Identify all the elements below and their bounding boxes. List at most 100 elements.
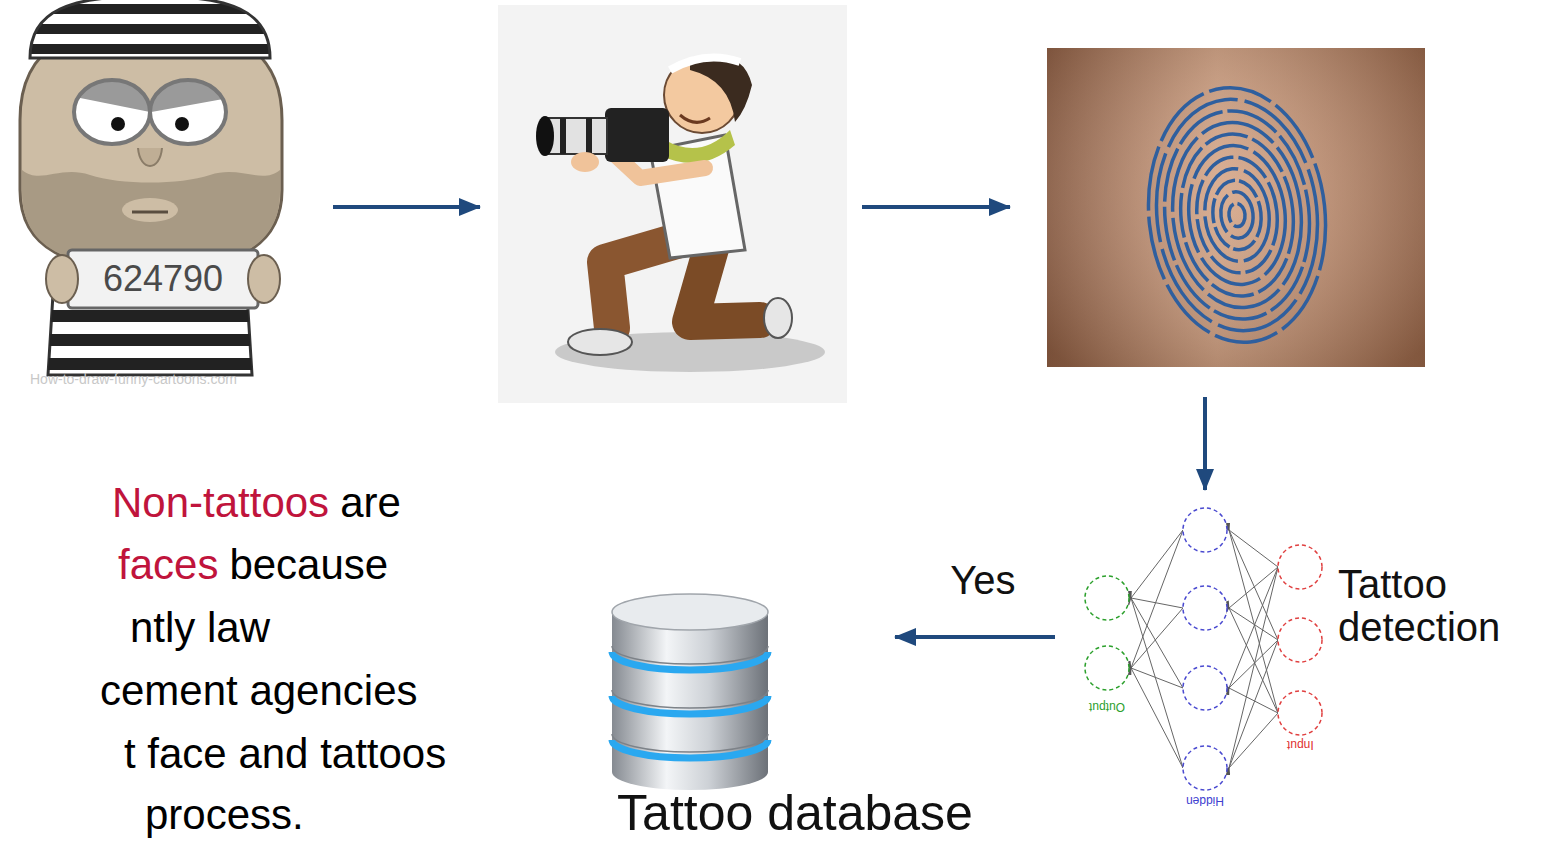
neural-network-part xyxy=(1131,530,1183,668)
neural-network-part xyxy=(1085,576,1129,620)
photographer-figure-part xyxy=(571,152,599,172)
neural-network-part xyxy=(1229,640,1278,768)
node-label: Tattoo detection xyxy=(1338,563,1553,649)
prisoner-figure-part xyxy=(25,0,275,60)
prisoner-figure-part xyxy=(132,211,168,214)
database-icon-part xyxy=(612,646,768,664)
prisoner-figure xyxy=(20,0,282,375)
neural-network-part xyxy=(1131,598,1183,688)
prisoner-figure-part xyxy=(175,117,189,131)
tattoo-photo-part-part xyxy=(1209,178,1264,252)
prisoner-figure-part-part xyxy=(40,334,260,346)
prisoner-figure-part-part xyxy=(40,358,260,370)
neural-network-part xyxy=(1229,567,1278,768)
watermark: How-to-draw-funny-cartoons.com xyxy=(30,371,237,388)
layer-name: Input xyxy=(1287,738,1314,752)
prisoner-figure-part xyxy=(122,198,178,222)
photographer-figure-part xyxy=(536,116,554,156)
tattoo-photo-part-part xyxy=(1136,79,1338,351)
neural-network xyxy=(1085,508,1322,790)
photographer-figure-part xyxy=(660,130,735,163)
photographer-figure-part xyxy=(545,118,607,154)
neural-network-part xyxy=(1131,598,1183,768)
prisoner-figure-part xyxy=(74,80,150,144)
edge-label: Yes xyxy=(950,557,1015,603)
prisoner-figure-part xyxy=(68,250,258,308)
photographer-figure xyxy=(498,5,847,403)
prisoner-figure-part xyxy=(30,0,270,58)
tattoo-photo-part xyxy=(1136,79,1338,351)
photographer-figure-part xyxy=(764,298,792,338)
database-icon-part xyxy=(612,696,768,714)
neural-network-part xyxy=(1183,746,1227,790)
prisoner-figure-part-part xyxy=(40,310,260,322)
neural-network-part xyxy=(1229,608,1278,713)
neural-network-part xyxy=(1229,640,1278,688)
tattoo-photo xyxy=(1047,48,1425,367)
tattoo-photo-part-part xyxy=(1145,91,1328,338)
prisoner-figure-part-part xyxy=(25,44,275,54)
neural-network-part xyxy=(1229,530,1278,567)
photographer-figure-part xyxy=(605,108,669,162)
neural-network-part xyxy=(1131,668,1183,768)
photographer-figure-part xyxy=(690,245,760,322)
prisoner-figure-part-part xyxy=(25,24,275,34)
neural-network-part xyxy=(1183,586,1227,630)
tattoo-photo-part-part xyxy=(1154,104,1319,327)
database-icon xyxy=(612,594,768,790)
database-icon-part xyxy=(612,740,768,758)
prisoner-figure-part xyxy=(138,148,162,166)
neural-network-part xyxy=(1229,567,1278,608)
database-icon-part xyxy=(612,690,768,708)
node-label: Tattoo database xyxy=(617,788,973,838)
neural-network-part xyxy=(1278,545,1322,589)
neural-network-part xyxy=(1278,618,1322,662)
note-text: t face and tattoos xyxy=(124,729,446,779)
tattoo-photo-part-part xyxy=(1200,166,1273,265)
prisoner-figure-part xyxy=(46,255,78,303)
database-icon-part xyxy=(612,734,768,752)
database-icon-part xyxy=(612,594,768,630)
neural-network-part xyxy=(1183,508,1227,552)
tattoo-photo-part-part xyxy=(1219,190,1256,239)
note-text: Non-tattoos xyxy=(112,478,329,528)
prisoner-figure-part-part xyxy=(25,0,275,60)
photographer-figure xyxy=(498,5,847,403)
database-icon-part xyxy=(612,612,768,772)
tattoo-photo-part-part xyxy=(1191,153,1283,277)
layer-name: Output xyxy=(1089,700,1125,714)
neural-network-part xyxy=(1278,691,1322,735)
database-icon-part xyxy=(612,652,768,670)
flow-arrow xyxy=(862,205,1010,209)
photographer-figure-part xyxy=(568,329,632,355)
note-text: cement agencies xyxy=(100,666,418,716)
note-text: are xyxy=(340,478,401,528)
note-text: faces xyxy=(118,540,218,590)
flow-arrow xyxy=(1203,397,1207,490)
tattoo-photo-part xyxy=(1047,48,1425,367)
photographer-figure-part xyxy=(560,118,566,154)
prisoner-figure-part xyxy=(248,255,280,303)
prisoner-figure-part xyxy=(111,117,125,131)
photographer-figure-part xyxy=(680,115,710,122)
prisoner-figure: 624790 xyxy=(0,0,290,400)
neural-network-part xyxy=(1229,688,1278,713)
neural-network-part xyxy=(1131,530,1183,598)
tattoo-photo-part-part xyxy=(1228,203,1246,228)
note-text: ntly law xyxy=(130,603,270,653)
neural-network-part xyxy=(1131,608,1183,668)
neural-network-part xyxy=(1131,668,1183,688)
neural-network-part xyxy=(1085,646,1129,690)
tattoo-photo xyxy=(1047,48,1425,367)
photographer-figure-part xyxy=(498,5,847,403)
neural-network-part xyxy=(1229,713,1278,768)
flow-arrow xyxy=(333,205,480,209)
photographer-figure-part xyxy=(670,58,740,71)
prisoner-figure-part xyxy=(150,80,226,144)
photographer-figure-part xyxy=(690,55,752,122)
sign-number: 624790 xyxy=(103,258,223,300)
database-icon: Tattoo database xyxy=(610,600,770,790)
